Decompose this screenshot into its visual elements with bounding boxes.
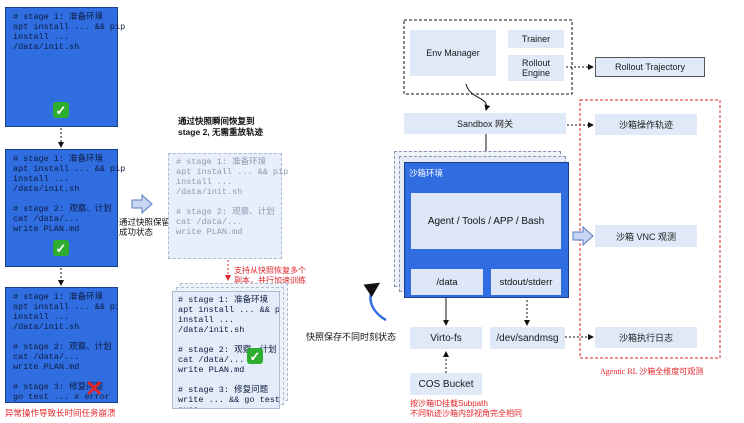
snapshot-states-note: 快照保存不同时刻状态 <box>306 332 397 342</box>
sandmsg-box: /dev/sandmsg <box>490 327 565 349</box>
arrow-envmanager-to-gateway <box>465 83 491 111</box>
failure-caption: 异常操作导致长时间任务崩溃 <box>5 408 116 418</box>
error-x-icon: ✕ <box>85 376 104 401</box>
agent-box: Agent / Tools / APP / Bash <box>411 193 561 249</box>
data-box: /data <box>411 269 483 295</box>
vnc-arrow-icon <box>572 225 594 251</box>
observability-frame <box>579 99 721 359</box>
virtofs-box: Virto-fs <box>410 327 482 349</box>
trainer-box: Trainer <box>508 30 564 48</box>
cos-bucket-box: COS Bucket <box>410 373 482 395</box>
check-icon: ✓ <box>247 348 263 364</box>
stage2-box: # stage 1: 准备环境 apt install ... && pip i… <box>5 149 126 267</box>
sandbox-env-box: 沙箱环境 Agent / Tools / APP / Bash /data st… <box>404 162 569 298</box>
stage1-code: # stage 1: 准备环境 apt install ... && pip i… <box>13 12 126 52</box>
sandbox-gateway-box: Sandbox 网关 <box>404 113 566 134</box>
env-manager-frame <box>403 19 573 95</box>
stage1-box: # stage 1: 准备环境 apt install ... && pip i… <box>5 7 126 127</box>
rollout-trajectory-box: Rollout Trajectory <box>595 57 705 77</box>
obs-vnc-box: 沙箱 VNC 观测 <box>595 225 697 247</box>
faded-stage2-code: # stage 1: 准备环境 apt install ... && pip i… <box>176 157 289 237</box>
stdout-box: stdout/stderr <box>491 269 561 295</box>
multi-copy-note: 支持从快照恢复多个 副本，并行加速训练 <box>234 266 306 285</box>
cos-caption: 按沙箱ID挂载Subpath 不同轨迹沙箱内部视角完全相同 <box>410 399 522 418</box>
rollout-engine-box: Rollout Engine <box>508 55 564 81</box>
snapshot-right-arrow-icon <box>131 193 153 219</box>
obs-caption: Agentic RL 沙箱全维度可观测 <box>600 367 704 376</box>
sandbox-env-title: 沙箱环境 <box>409 168 444 178</box>
restore-note: 通过快照瞬间恢复到 stage 2, 无需重放轨迹 <box>178 116 264 137</box>
stage3-box: # stage 1: 准备环境 apt install ... && pip i… <box>5 287 118 403</box>
obs-trajectory-box: 沙箱操作轨迹 <box>595 114 697 135</box>
stage3-code: # stage 1: 准备环境 apt install ... && pip i… <box>13 292 117 402</box>
stage2-code: # stage 1: 准备环境 apt install ... && pip i… <box>13 154 126 234</box>
obs-log-box: 沙箱执行日志 <box>595 327 697 348</box>
check-icon: ✓ <box>53 102 69 118</box>
env-manager-box: Env Manager <box>410 30 496 76</box>
check-icon: ✓ <box>53 240 69 256</box>
faded-stage2-box: # stage 1: 准备环境 apt install ... && pip i… <box>168 153 289 259</box>
snapshot-label: 通过快照保留 成功状态 <box>119 217 171 237</box>
snapshot-curve-arrow <box>363 282 387 322</box>
restored-stack-box: # stage 1: 准备环境 apt install ... && pip i… <box>172 291 280 409</box>
restored-stack-code: # stage 1: 准备环境 apt install ... && pip i… <box>178 295 280 408</box>
